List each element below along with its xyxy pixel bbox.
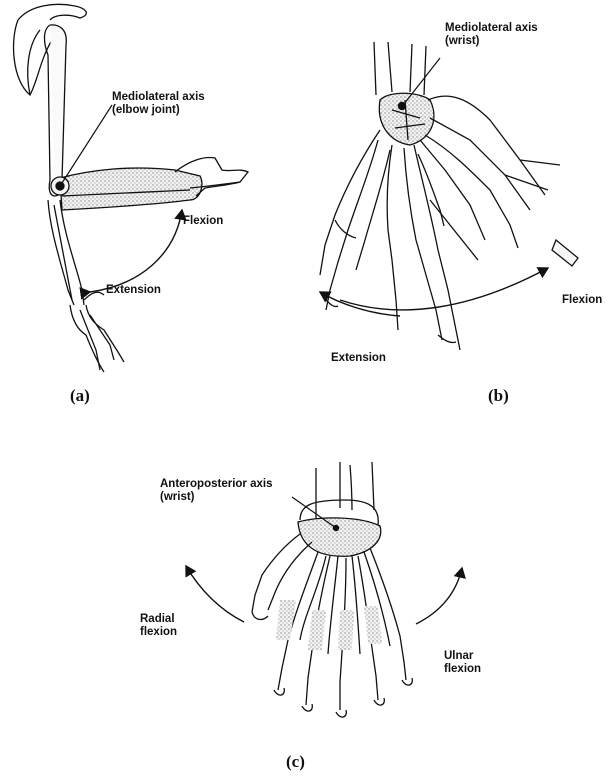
ulnar-flexion-label-line2: flexion [444,663,481,676]
radial-flexion-label: Radial flexion [140,613,177,639]
elbow-axis-label: Mediolateral axis (elbow joint) [112,91,205,117]
elbow-flexion-label: Flexion [183,215,223,228]
wrist-flexion-label: Flexion [562,294,602,307]
wrist-axis-label-line2: (wrist) [445,35,538,48]
ulnar-flexion-label-line1: Ulnar [444,650,481,663]
ulnar-flexion-label: Ulnar flexion [444,650,481,676]
panel-b-letter: (b) [488,386,509,406]
arm-illustration [14,4,248,372]
elbow-axis-label-line2: (elbow joint) [112,104,205,117]
elbow-extension-label: Extension [106,284,161,297]
wrist-extension-label: Extension [331,352,386,365]
wrist-illustration [320,42,578,350]
radial-flexion-arrow [186,566,244,622]
wrist-axis-label-line1: Mediolateral axis [445,22,538,35]
wrist-axis-label: Mediolateral axis (wrist) [445,22,538,48]
hand-illustration [252,462,412,717]
panel-a-letter: (a) [70,386,90,406]
elbow-axis-label-line1: Mediolateral axis [112,91,205,104]
wrist-flexion-arrow [320,268,548,316]
anteroposterior-axis-label: Anteroposterior axis (wrist) [160,478,272,504]
ulnar-flexion-arrow [416,568,462,624]
panel-c-letter: (c) [286,752,305,772]
radial-flexion-label-line1: Radial [140,613,177,626]
elbow-flexion-arrow [90,210,182,292]
anteroposterior-axis-label-line1: Anteroposterior axis [160,478,272,491]
radial-flexion-label-line2: flexion [140,626,177,639]
anteroposterior-axis-label-line2: (wrist) [160,491,272,504]
